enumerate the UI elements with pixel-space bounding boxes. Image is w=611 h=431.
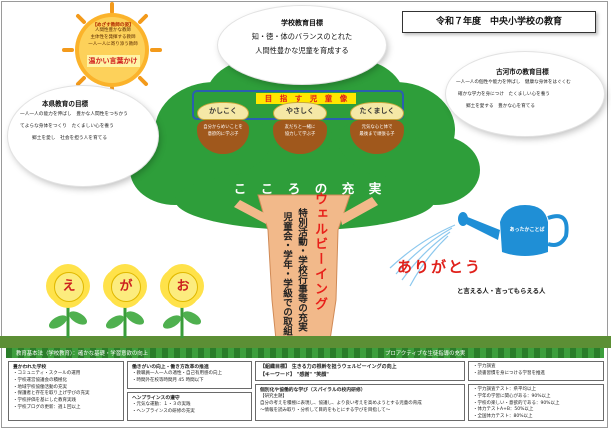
box-line: 〜情報を読み取り・分析して目的をもとにする学びを目指して〜 <box>260 407 391 413</box>
box-line: 豊かわれた学校 <box>13 365 47 370</box>
box-academic: ・学力調査 ・読書習慣を身につける学習を推進 <box>468 361 604 381</box>
acorn-desc: 友だちと一緒に 協力して学ぶ子 <box>273 120 327 154</box>
box-line: ・地域学校協働活動の充実 <box>13 384 67 390</box>
acorn-banner: 目 指 す 児 童 像 <box>256 93 356 104</box>
flower-letter: お <box>168 272 198 302</box>
box-line: ・元気な運動：１・３の実践 <box>132 402 191 408</box>
flower-ga: が <box>111 272 141 302</box>
flower-letter: が <box>111 272 141 302</box>
box-line: ・コミュニティ・スクールの運用 <box>13 371 81 377</box>
box-targets: ・学力調査テスト：県平均以上 ・学年の学習に関心がある：90%以上 ・学校の楽し… <box>468 384 604 421</box>
flower-o: お <box>168 272 198 302</box>
city-goal-line-1: 一人一人の個性や能力を伸ばし 健康な身体をはぐくむ <box>456 80 571 85</box>
acorn-kashikoku: かしこく 自分からめいことを 意欲的に学ぶ子 <box>197 102 249 154</box>
basics-right: プロアクティブな生徒指導の充実 <box>385 351 466 357</box>
school-goal-line-1: 知・徳・体のバランスのとれた <box>251 32 353 41</box>
school-goal-cloud: 学校教育目標 知・徳・体のバランスのとれた 人間性豊かな児童を育成する <box>218 6 386 84</box>
page-title: 令和７年度 中央小学校の教育 <box>435 17 562 27</box>
trunk-line-1: 特別活動・学校行事等の充実 <box>296 208 307 332</box>
box-line: ・時間外在校等時間月 45 時間以下 <box>132 377 204 383</box>
box-line: ・学年の学習に関心がある：90%以上 <box>473 393 551 399</box>
box-line: 【組織目標】 生きる力の根幹を担うウェルビーイングの向上 <box>260 364 397 370</box>
pref-goal-cloud: 本県教育の目標 一人一人の能力を伸ばし 豊かな人間性をつちかう てよらな身体をつ… <box>8 86 158 186</box>
box-line: ・教職員一人一人の適性・自己有用感の向上 <box>132 371 222 377</box>
sun-line-3: 一人一人に寄り添う教師 <box>88 41 138 47</box>
arigatou-sub: と言える人・言ってもらえる人 <box>457 287 546 295</box>
pref-goal-title: 本県教育の目標 <box>42 100 89 108</box>
acorn-desc: 自分からめいことを 意欲的に学ぶ子 <box>197 120 249 154</box>
box-line: ・学校の楽しい・意欲的である：90%以上 <box>473 400 560 406</box>
flower-letter: え <box>54 272 84 302</box>
pref-goal-line-3: 郷土を愛し 社会を担う人を育てる <box>32 136 108 141</box>
acorn-label: やさしく <box>273 102 327 120</box>
water-stream <box>389 224 456 287</box>
acorn-label: たくましく <box>350 102 404 120</box>
pref-goal-line-1: 一人一人の能力を伸ばし 豊かな人間性をつちかう <box>20 112 128 117</box>
header-title-box: 令和７年度 中央小学校の教育 <box>402 11 596 33</box>
box-line: ・ヘンプラインスの研修の充実 <box>132 408 195 414</box>
box-work-reform: 働きがいの向上・働き方改革の推進 ・教職員一人一人の適性・自己有用感の向上 ・時… <box>127 361 252 389</box>
flower-e: え <box>54 272 84 302</box>
sun-line-2: 主体性を発揮する教師 <box>90 34 136 40</box>
acorn-yasashiku: やさしく 友だちと一緒に 協力して学ぶ子 <box>273 102 327 154</box>
city-goal-title: 古河市の教育目標 <box>496 68 549 76</box>
sun-line-1: 人間性豊かな教師 <box>95 28 131 33</box>
trunk-line-2: 児童会・学年・学級での取組 <box>281 212 292 336</box>
watering-can-icon <box>458 205 569 256</box>
box-line: 【キーワード】 "感謝" "笑顔" <box>260 371 329 378</box>
school-goal-line-2: 人間性豊かな児童を育成する <box>255 46 349 55</box>
acorn-label: かしこく <box>197 102 249 120</box>
sun-text: 【めざす教師の姿】 人間性豊かな教師 主体性を発揮する教師 一人一人に寄り添う教… <box>76 22 150 68</box>
box-line: 【研究主題】 <box>260 394 287 400</box>
box-line: ・学校ブログの更新：週１回以上 <box>13 404 81 410</box>
city-goal-line-3: 郷土を愛する 豊かな心を育てる <box>466 104 535 109</box>
city-goal-line-2: 確かな学力を身につけ たくましい心を養う <box>458 92 550 97</box>
box-line: 自分の考えを積極に表現し、協議し、より良い考えを高めようとする児童の育成 <box>260 400 422 406</box>
box-line: ・学校運営協議会の積極化 <box>13 377 67 383</box>
box-community-school: 豊かわれた学校 ・コミュニティ・スクールの運用 ・学校運営協議会の積極化 ・地域… <box>8 361 124 421</box>
acorn-desc: 元気な心と体で 最後まで頑張る子 <box>350 120 404 154</box>
box-line: ・全国体力テスト：80%以上 <box>473 414 533 419</box>
pref-goal-line-2: てよらな身体をつくり たくましい心を養う <box>20 124 114 129</box>
box-line: ・体力テストA+B：50%以上 <box>473 407 534 413</box>
school-goal-title: 学校教育目標 <box>281 19 323 27</box>
box-line: ・学力調査テスト：県平均以上 <box>473 387 536 392</box>
box-line: ヘンプラインスの遵守 <box>132 396 180 401</box>
sun-slogan: 温かい言葉かけ <box>86 55 140 68</box>
box-line: 個別化や協働的な学び（スパイラルの校内研修） <box>260 388 366 393</box>
box-org-goal: 【組織目標】 生きる力の根幹を担うウェルビーイングの向上 【キーワード】 "感謝… <box>255 361 465 381</box>
acorn-takumashiku: たくましく 元気な心と体で 最後まで頑張る子 <box>350 102 404 154</box>
wellbeing-label: ウェルビーイング <box>312 192 327 312</box>
watering-can-label: あったかことば <box>509 227 545 233</box>
box-compliance: ヘンプラインスの遵守 ・元気な運動：１・３の実践 ・ヘンプラインスの研修の充実 <box>127 392 252 421</box>
basics-bar <box>6 348 604 358</box>
arigatou-text: ありがとう <box>397 258 483 276</box>
box-line: ・保護者と存在を取り上げ学びの充実 <box>13 391 90 397</box>
box-line: ・読書習慣を身につける学習を推進 <box>473 370 545 376</box>
sun-heading: 【めざす教師の姿】 <box>92 23 134 28</box>
basics-left: 教育基本法（学校教育）：確かな基礎・学習意欲の向上 <box>16 351 149 357</box>
box-line: ・学力調査 <box>473 364 496 369</box>
box-line: ・学校評価を基にした教育実践 <box>13 398 76 404</box>
city-goal-cloud: 古河市の教育目標 一人一人の個性や能力を伸ばし 健康な身体をはぐくむ 確かな学力… <box>446 52 604 136</box>
box-line: 働きがいの向上・働き方改革の推進 <box>132 365 209 370</box>
kokoro-heading: こ こ ろ の 充 実 <box>233 181 383 196</box>
box-research: 個別化や協働的な学び（スパイラルの校内研修） 【研究主題】 自分の考えを積極に表… <box>255 384 465 421</box>
